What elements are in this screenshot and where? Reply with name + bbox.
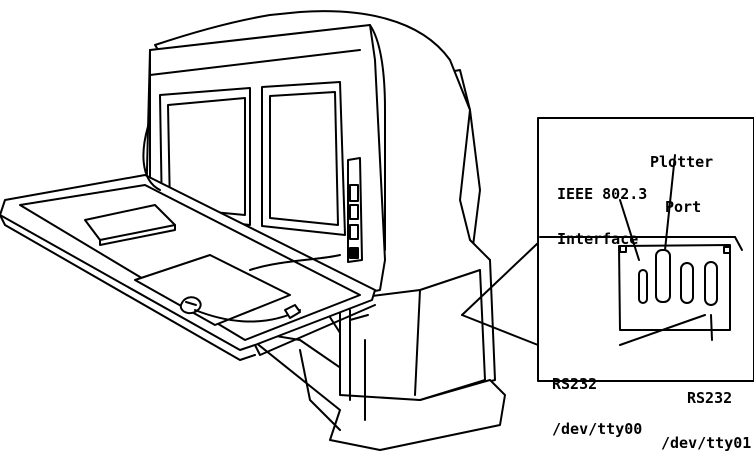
connector-plate: [618, 244, 731, 331]
left-screen: [159, 87, 251, 226]
ieee-connector: [638, 269, 648, 304]
workstation-illustration: [0, 10, 754, 451]
label-rs232-tty00: RS232 /dev/tty00: [552, 375, 643, 438]
label-plotter-port: Plotter Port: [650, 153, 714, 216]
right-screen: [261, 81, 346, 236]
rs232-00-connector: [680, 262, 694, 304]
label-rs232-tty01: RS232 /dev/tty01: [661, 389, 752, 452]
rs232-01-connector: [704, 261, 718, 306]
label-ieee-802-3-interface: IEEE 802.3 Interface: [557, 185, 648, 248]
cable: [142, 119, 161, 191]
plotter-connector: [655, 249, 671, 303]
